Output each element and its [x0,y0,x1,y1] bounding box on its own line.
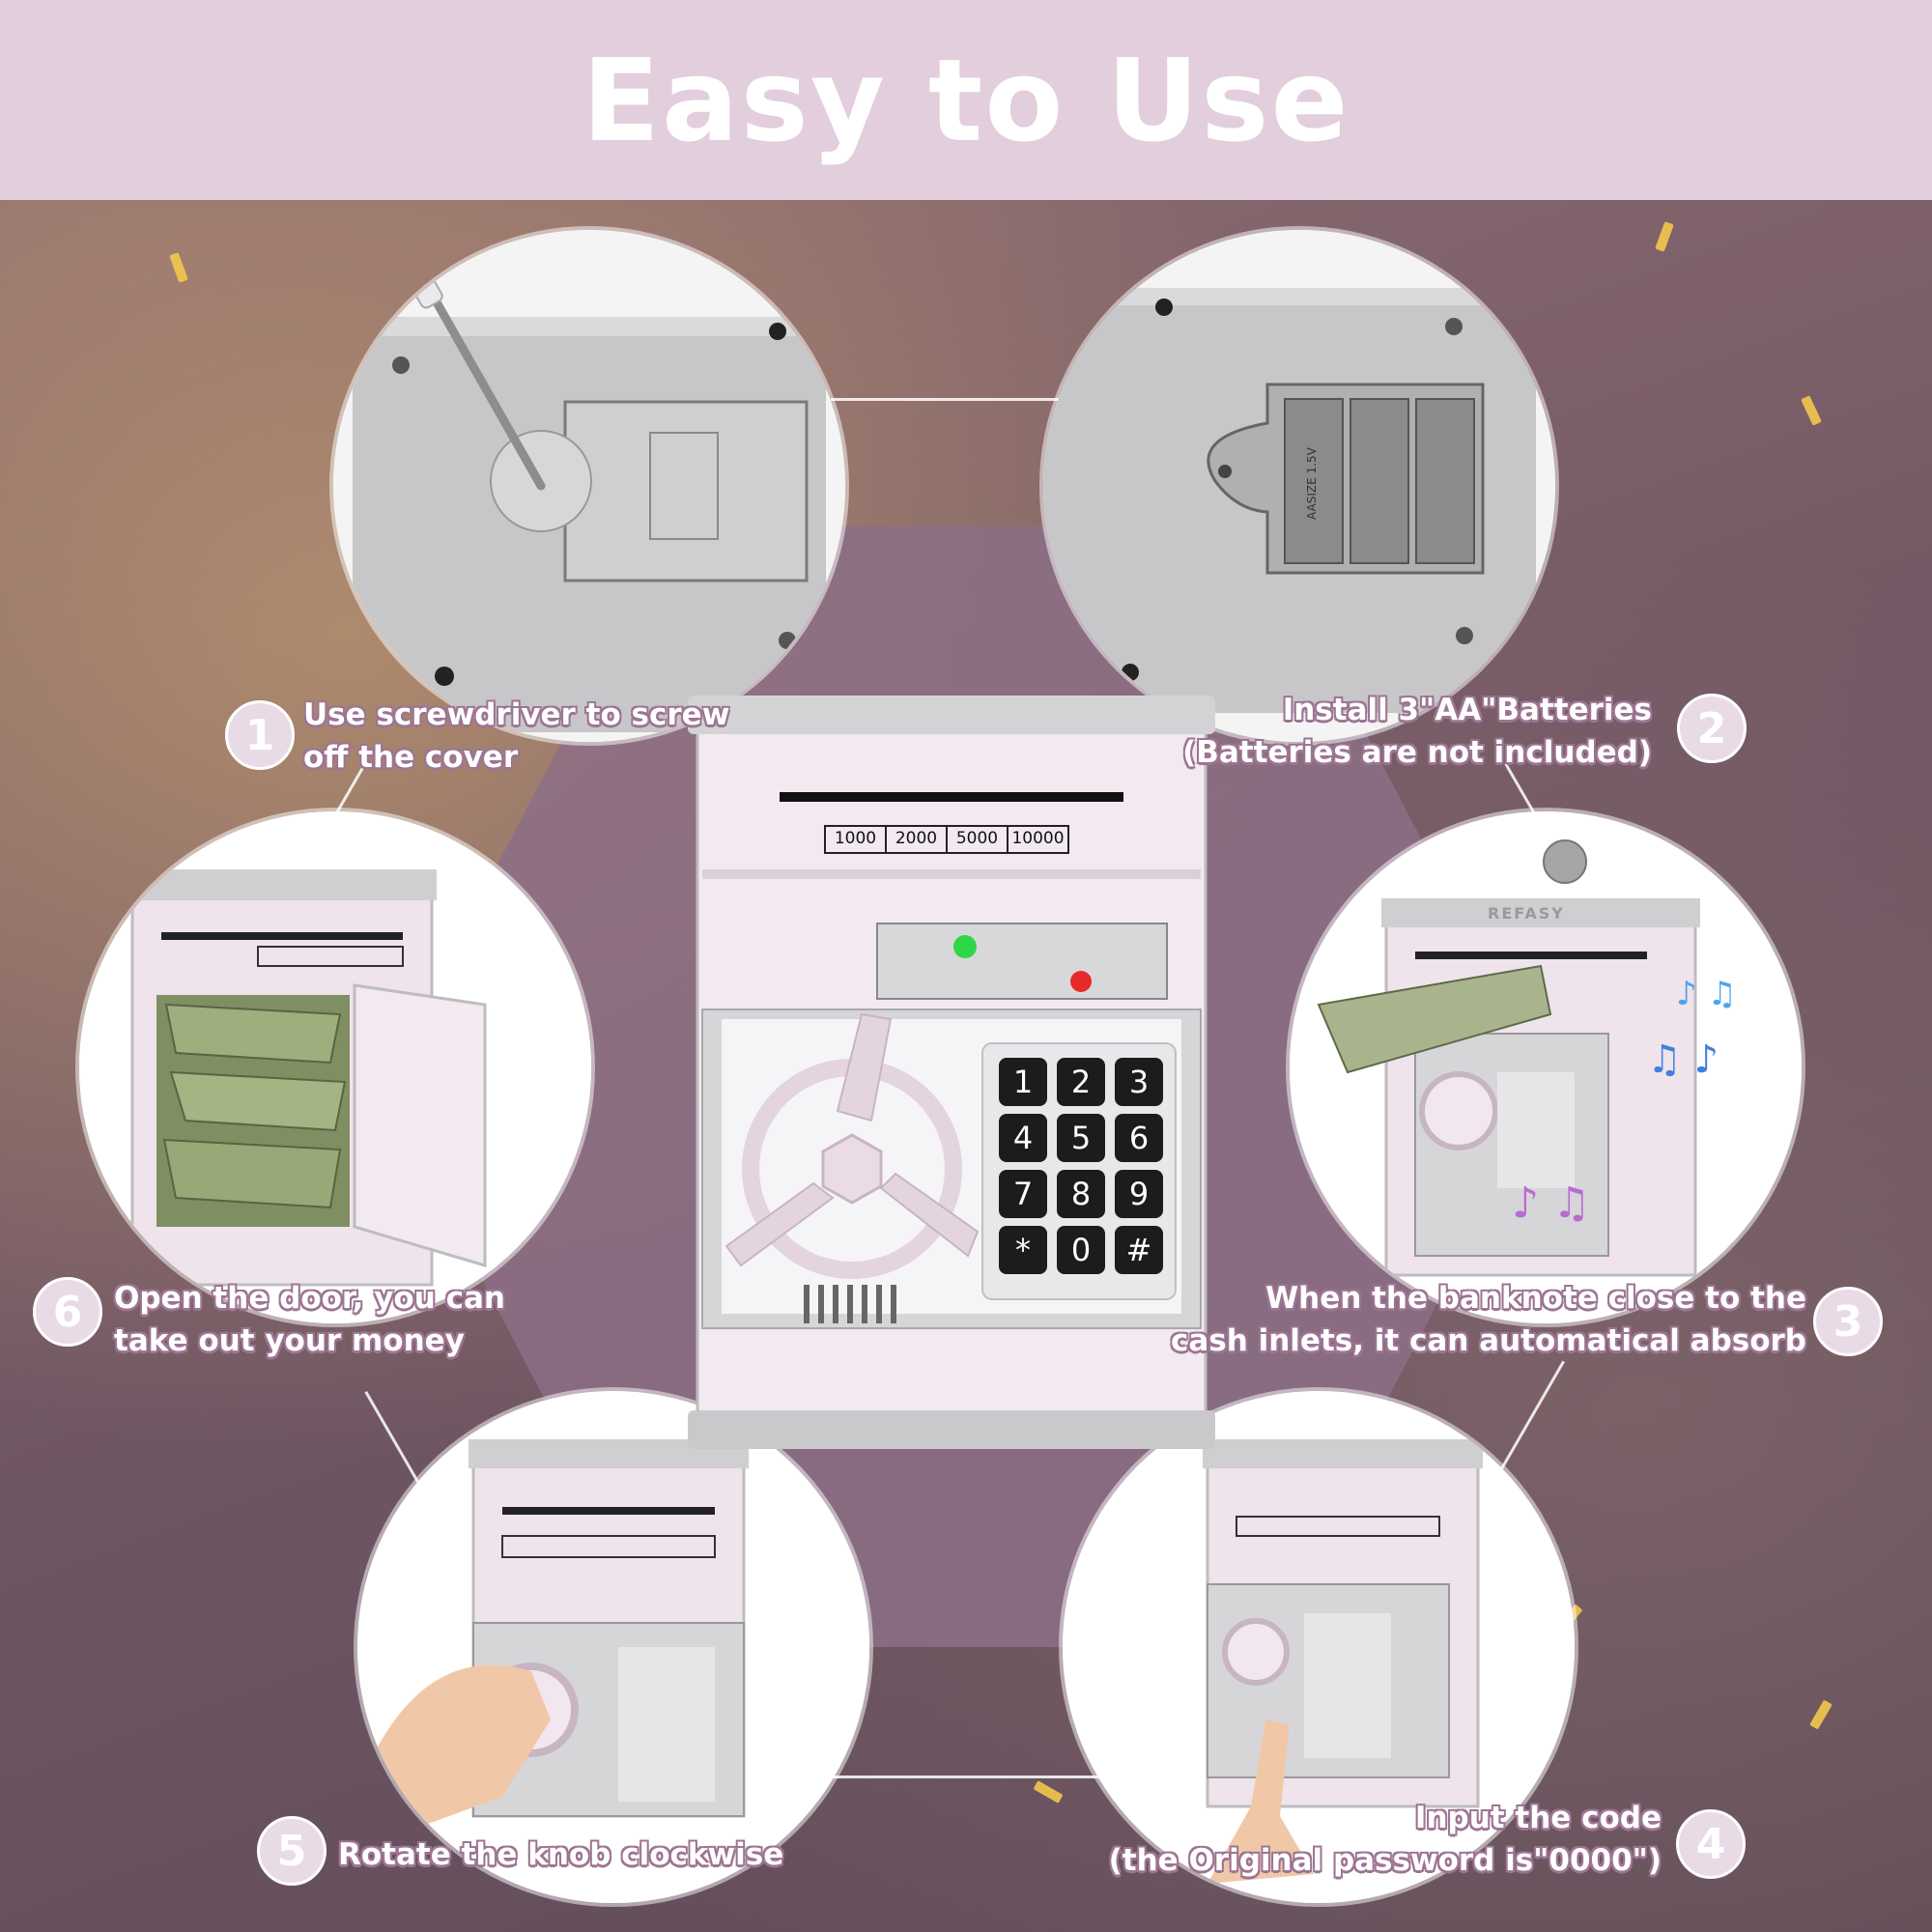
step4-image-circle [1063,1391,1575,1903]
denomination-label: 2000 [895,829,938,848]
step1-image-circle [333,230,845,742]
step6-line2: take out your money [114,1323,465,1358]
step3-line1: When the banknote close to the [1264,1281,1806,1316]
step-badge-5: 5 [257,1816,327,1886]
piggy-bank-safe: 1000 2000 5000 10000 1 2 3 4 5 6 7 8 9 *… [688,696,1215,1449]
step6-line1: Open the door, you can [114,1281,505,1316]
step4-line2: (the Original password is"0000") [1108,1843,1662,1878]
battery-compartment-illustration: AASIZE 1.5V [1043,230,1555,742]
step-badge-3: 3 [1813,1287,1883,1356]
keypad-key-star[interactable]: * [999,1226,1047,1274]
keypad: 1 2 3 4 5 6 7 8 9 * 0 # [999,1058,1163,1274]
denomination-label: 1000 [834,829,877,848]
step1-line2: off the cover [303,740,519,775]
keypad-key-9[interactable]: 9 [1115,1170,1163,1218]
input-code-illustration [1063,1391,1575,1903]
step4-line1: Input the code [1414,1801,1662,1835]
page-title: Easy to Use [582,33,1350,167]
step-badge-6: 6 [33,1277,102,1347]
step4-caption: Input the code (the Original password is… [1109,1797,1662,1882]
step5-caption: Rotate the knob clockwise [338,1833,783,1876]
step6-image-circle [79,811,591,1323]
step2-image-circle: AASIZE 1.5V [1043,230,1555,742]
step3-image-circle: ♪ ♫ ♫ ♪ ♪ ♫ [1290,811,1802,1323]
connector-line [831,398,1063,401]
denomination-label: 5000 [955,829,999,848]
battery-label: AASIZE 1.5V [1305,446,1319,520]
step5-line1: Rotate the knob clockwise [338,1837,784,1872]
svg-text:♪ ♫: ♪ ♫ [1512,1179,1591,1228]
banknote-absorb-illustration: ♪ ♫ ♫ ♪ ♪ ♫ [1290,811,1802,1323]
step2-line2: (Batteries are not included) [1182,735,1652,770]
step2-line1: Install 3"AA"Batteries [1282,693,1652,727]
step-badge-4: 4 [1676,1809,1746,1879]
keypad-key-4[interactable]: 4 [999,1114,1047,1162]
keypad-key-6[interactable]: 6 [1115,1114,1163,1162]
header-banner: Easy to Use [0,0,1932,200]
rotate-knob-illustration [357,1391,869,1903]
step3-caption: When the banknote close to the cash inle… [1171,1277,1806,1362]
keypad-key-0[interactable]: 0 [1057,1226,1105,1274]
denomination-label: 10000 [1011,829,1065,848]
svg-text:♫ ♪: ♫ ♪ [1647,1037,1719,1082]
step6-caption: Open the door, you can take out your mon… [114,1277,505,1362]
keypad-key-3[interactable]: 3 [1115,1058,1163,1106]
brand-label: REFASY [1488,904,1565,923]
svg-text:♪ ♫: ♪ ♫ [1676,975,1737,1013]
step5-image-circle [357,1391,869,1903]
speaker-grille [804,1285,896,1323]
keypad-key-5[interactable]: 5 [1057,1114,1105,1162]
keypad-key-2[interactable]: 2 [1057,1058,1105,1106]
step1-line1: Use screwdriver to screw [303,697,730,732]
keypad-key-7[interactable]: 7 [999,1170,1047,1218]
step-badge-1: 1 [225,700,295,770]
keypad-key-8[interactable]: 8 [1057,1170,1105,1218]
connector-line [831,1776,1101,1778]
step1-caption: Use screwdriver to screw off the cover [303,694,729,779]
step-badge-2: 2 [1677,694,1747,763]
keypad-key-hash[interactable]: # [1115,1226,1163,1274]
open-door-illustration [79,811,591,1323]
step2-caption: Install 3"AA"Batteries (Batteries are no… [1182,689,1652,774]
screwdriver-cover-illustration [333,230,845,742]
keypad-key-1[interactable]: 1 [999,1058,1047,1106]
step3-line2: cash inlets, it can automatical absorb [1170,1323,1806,1358]
